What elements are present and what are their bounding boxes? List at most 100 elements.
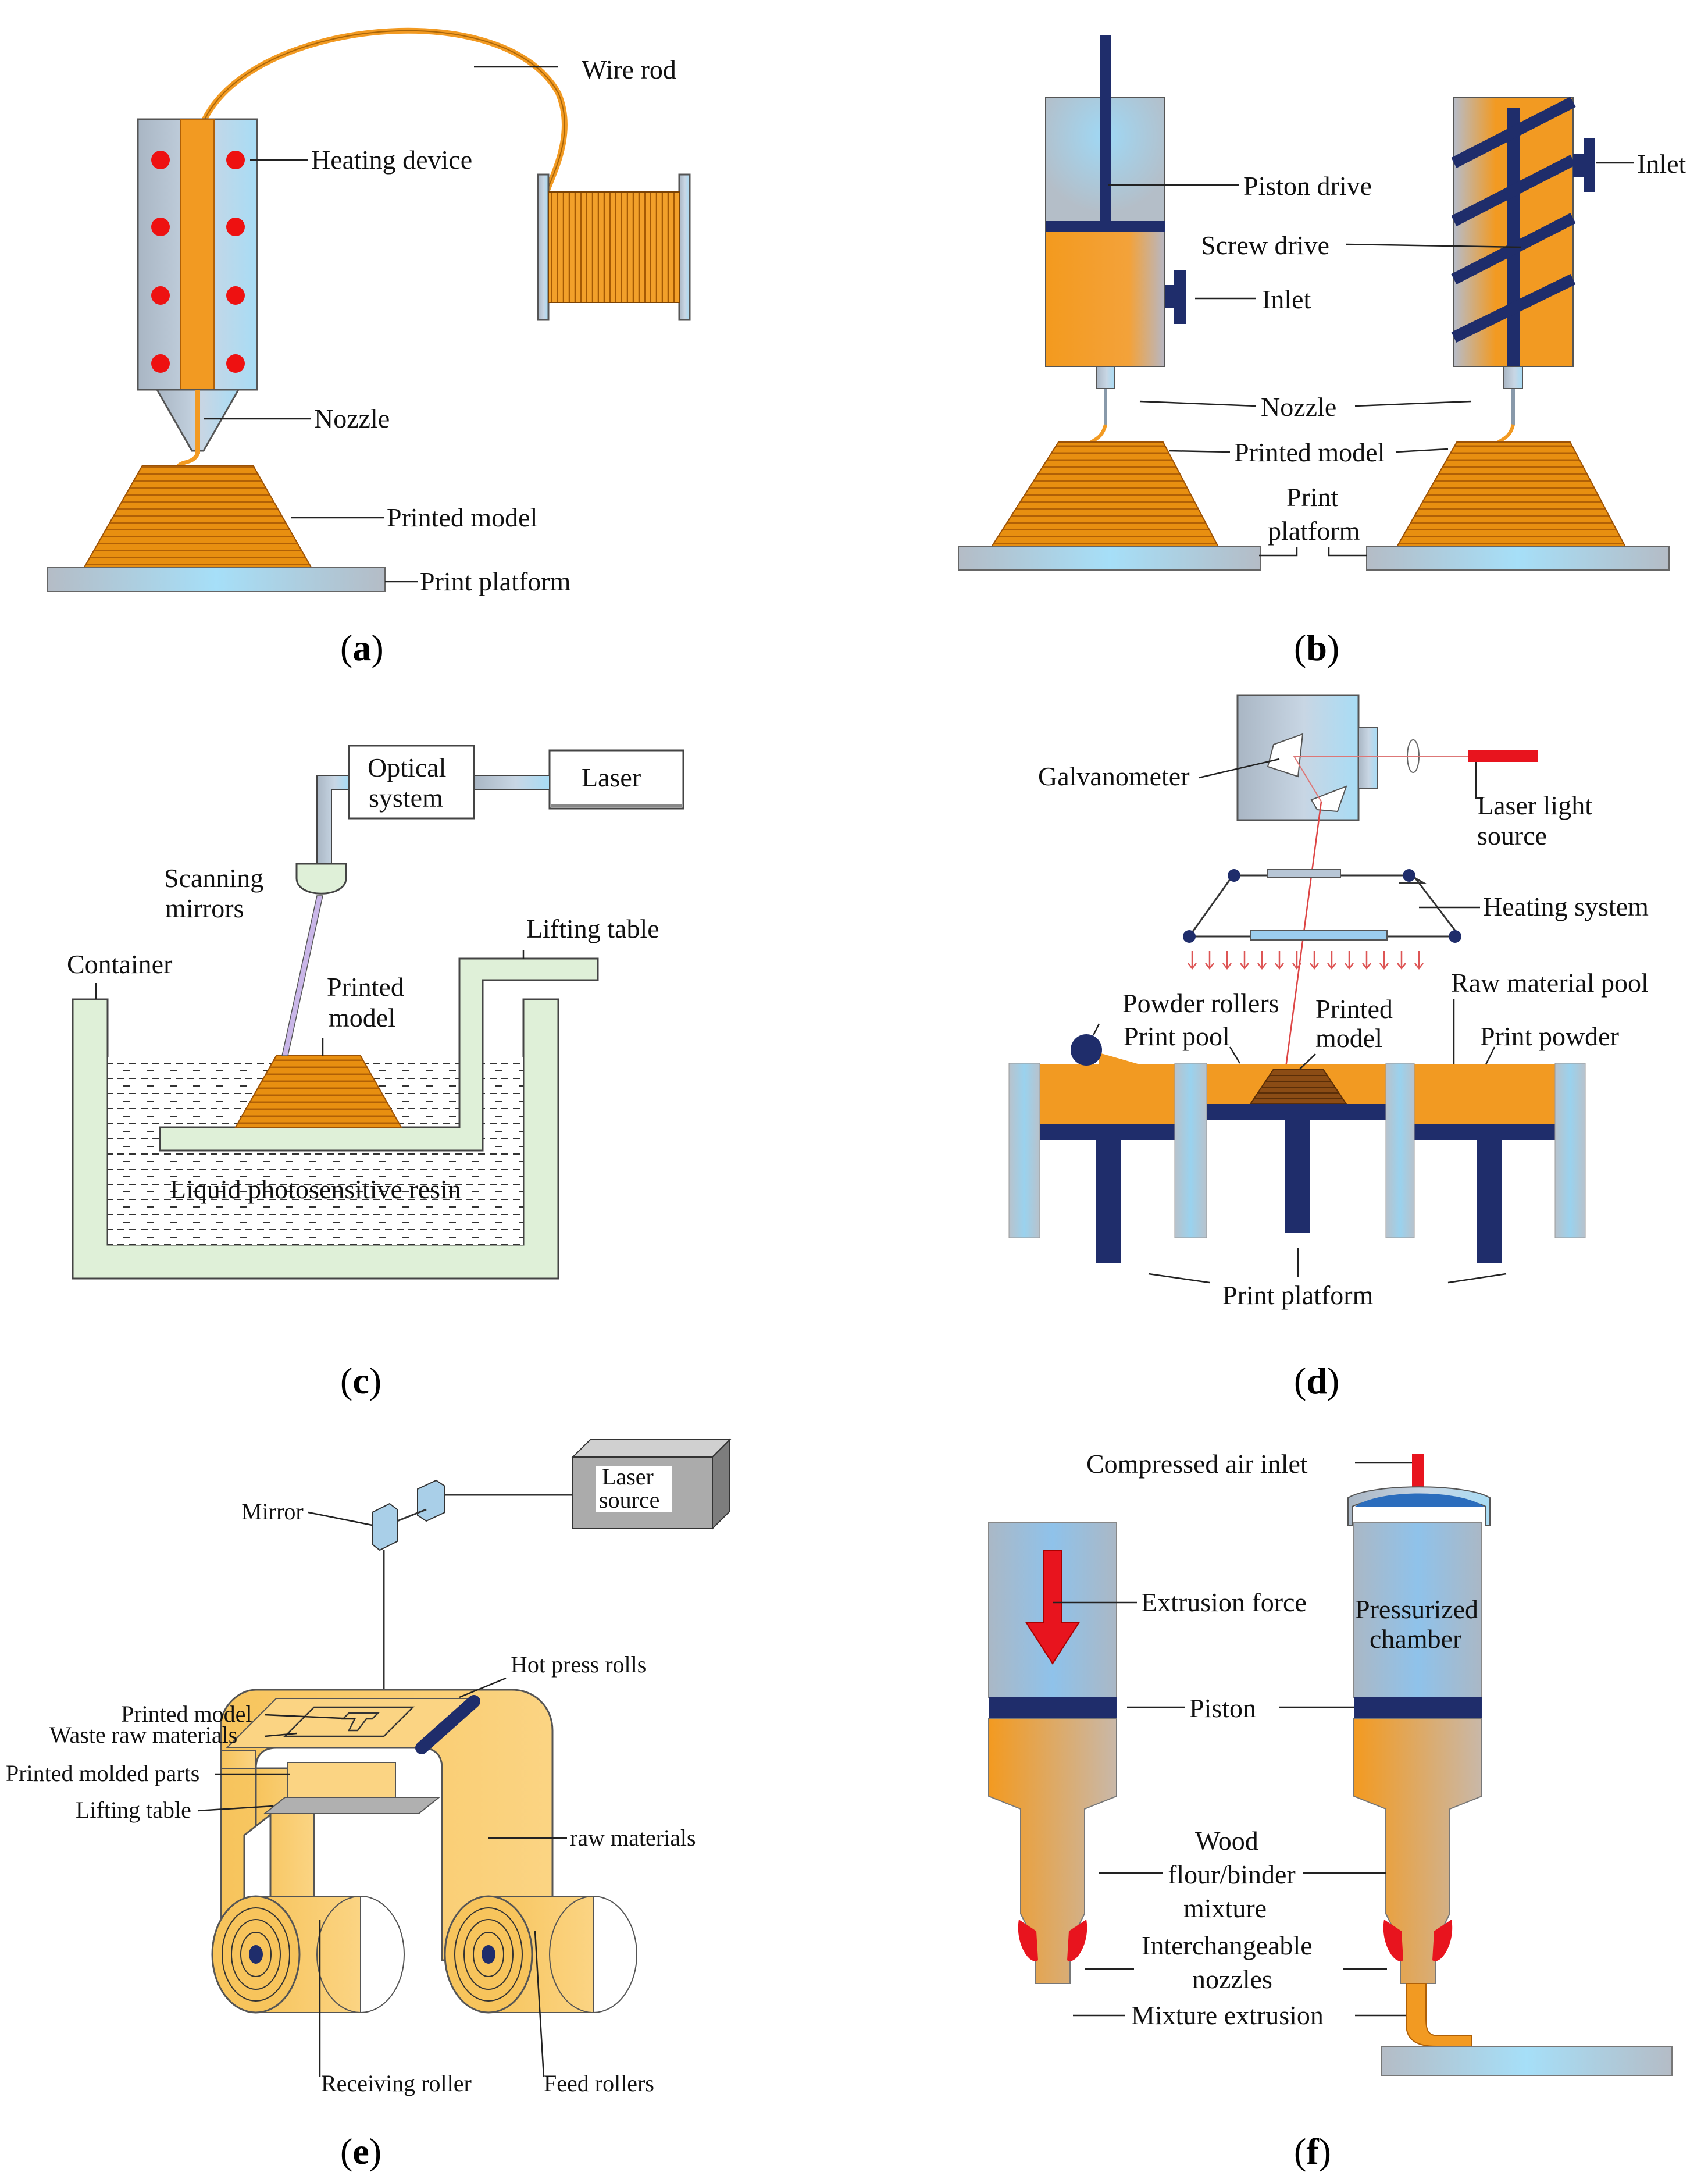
printed-molded-part-block [287,1762,396,1798]
lom-lifting-table [263,1797,441,1814]
label-nozzles-2: nozzles [1192,1964,1272,1994]
caption-f: (f) [1294,2131,1331,2172]
label-optical-1: Optical [368,753,446,782]
heating-device-block [137,118,258,391]
label-printed-model-e: Printed model [121,1701,252,1727]
inlet-left [1174,270,1186,324]
sla-printed-model [234,1055,402,1128]
label-raw-material-pool: Raw material pool [1451,968,1649,998]
panel-d-sls: Galvanometer Laser light source Heating … [1008,694,1649,1401]
label-piston: Piston [1189,1693,1256,1723]
fdm-printed-model [83,465,312,568]
powder-roller-icon [1071,1034,1102,1066]
screw-flights [1451,97,1576,343]
raw-material-pool-bed [1414,1064,1555,1124]
receiving-roller [211,1895,405,2014]
caption-c: (c) [340,1360,381,1401]
label-printed-c-2: model [329,1003,395,1032]
label-resin: Liquid photosensitive resin [170,1174,461,1204]
label-laser-e-1: Laser [602,1463,654,1490]
label-laser-light-2: source [1477,821,1547,850]
label-lifting-table-e: Lifting table [76,1797,191,1823]
label-mirror: Mirror [241,1498,304,1525]
heater-dot-icon [226,354,245,373]
pillar [1008,1063,1040,1238]
heater-dot-icon [226,218,245,236]
label-print-platform-d: Print platform [1222,1280,1374,1310]
pressurized-barrel [1353,1718,1482,1984]
label-inlet-left: Inlet [1262,284,1311,314]
extrusion-force-arrow [1025,1550,1080,1665]
feed-roller [444,1895,637,2014]
label-scanning-2: mirrors [165,893,244,923]
extrusion-printed-model-right [1396,441,1627,547]
hot-press-roll [415,1695,480,1754]
lifting-table [159,957,599,1152]
heater-roller-icon [1228,869,1240,882]
label-print-platform-b1: Print [1286,482,1339,512]
label-print-platform-b2: platform [1268,516,1360,546]
heater-roller-icon [1403,869,1415,882]
label-printed-molded-parts: Printed molded parts [6,1760,199,1786]
piston-syringe-barrel [988,1718,1117,1984]
label-inlet-right: Inlet [1637,149,1686,179]
laser-source-box [571,1438,732,1530]
optical-pipe [316,775,350,864]
filament-spool [537,173,691,321]
label-nozzle-b: Nozzle [1261,392,1336,422]
heater-dot-icon [151,218,170,236]
heater-dot-icon [151,354,170,373]
heater-dot-icon [226,151,245,169]
nozzle-tip-right [1383,1920,1453,1961]
screw-shaft [1507,108,1520,366]
label-optical-2: system [369,783,443,813]
caption-b: (b) [1294,627,1339,668]
label-receiving-roller: Receiving roller [321,2070,472,2096]
piston-plate [1046,221,1165,232]
laser-pipe [473,775,550,790]
extrusion-print-platform-right [1366,546,1670,571]
label-mixture-1: Wood [1195,1826,1258,1856]
heater-dot-icon [151,286,170,305]
label-mixture-3: mixture [1183,1893,1267,1923]
label-printed-model: Printed model [387,503,537,532]
label-printed-d-2: model [1315,1023,1382,1053]
extrusion-printed-model-left [990,441,1220,547]
panel-c-sla: Optical system Laser Scanning mirrors Li… [67,745,684,1401]
powder-bed-left [1040,1064,1175,1124]
heat-arrows [1188,951,1424,970]
label-heating-system: Heating system [1483,892,1649,921]
heater-dot-icon [226,286,245,305]
label-laser-light-1: Laser light [1477,790,1592,820]
scanning-mirrors-dome [295,863,347,895]
pillar [1554,1063,1586,1238]
panel-e-lom: Laser source Mirror Hot press rolls Prin… [6,1438,732,2172]
mirror-upper [417,1479,445,1522]
label-compressed-air: Compressed air inlet [1086,1449,1308,1479]
piston-barrel-bottom [1045,225,1165,367]
caption-e: (e) [340,2131,381,2172]
label-lifting-table-c: Lifting table [526,914,659,943]
label-print-pool: Print pool [1124,1021,1230,1051]
label-print-powder: Print powder [1480,1021,1619,1051]
label-print-platform: Print platform [420,567,571,596]
label-scanning-1: Scanning [164,863,263,893]
label-mixture-extrusion: Mixture extrusion [1131,2000,1324,2030]
extrusion-print-platform-left [958,546,1261,571]
caption-a: (a) [340,627,384,668]
piston-band-right [1354,1697,1482,1718]
panel-b-extrusion: Piston drive Screw drive Inlet Inlet Noz… [958,35,1686,668]
caption-d: (d) [1294,1360,1339,1401]
fdm-print-platform [47,567,386,592]
laser-light-source-bar [1468,750,1538,762]
mirror-lower [372,1502,398,1551]
label-raw-materials: raw materials [570,1825,696,1851]
panel-a-fdm: Wire rod Heating device Nozzle Printed m… [47,27,691,668]
inlet-right [1584,138,1595,192]
heating-system-frame [1188,874,1461,937]
piston-rod [1100,35,1111,227]
lom-printed-model [283,1706,415,1737]
label-nozzle: Nozzle [314,404,390,433]
scan-beam [281,895,323,1056]
